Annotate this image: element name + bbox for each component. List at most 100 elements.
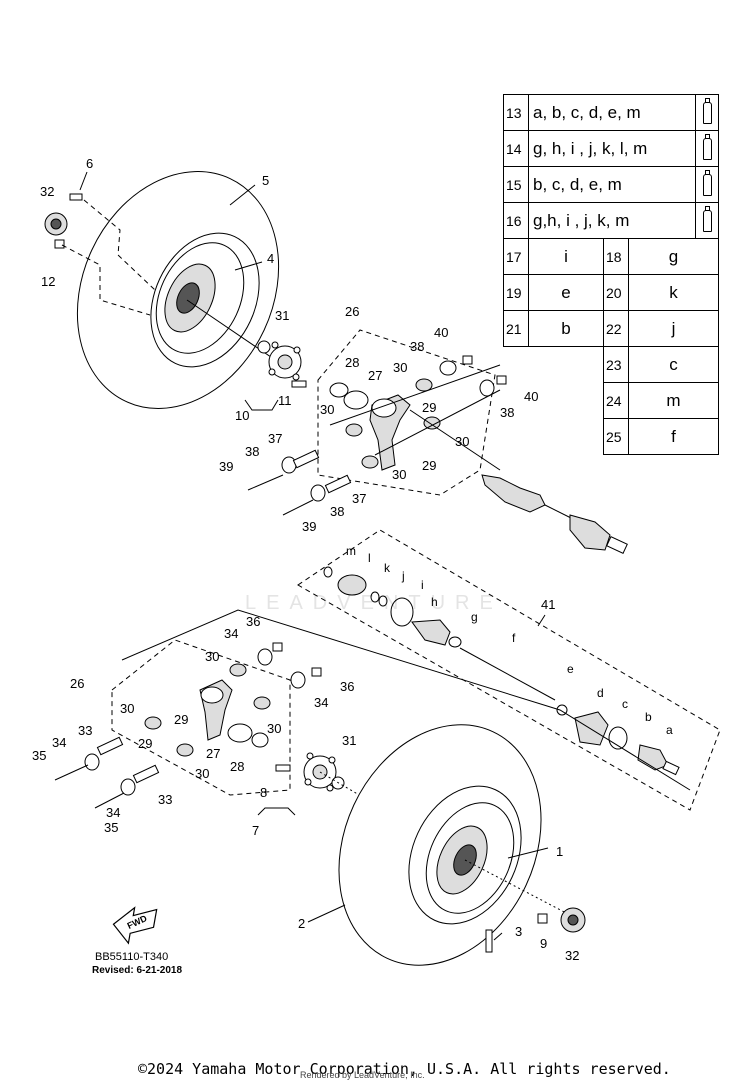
lower-seal-34a[interactable]	[257, 648, 273, 666]
upper-circlip-28[interactable]	[329, 382, 349, 398]
callout-l: l	[368, 551, 371, 565]
lower-collar-30a[interactable]	[229, 663, 247, 677]
callout-32-upper: 32	[40, 184, 54, 199]
grease-point: c	[628, 346, 719, 383]
upper-seal-38a[interactable]	[439, 360, 457, 376]
callout-34-c: 34	[52, 735, 66, 750]
table-row: 23 c	[504, 346, 719, 383]
callout-31-lower: 31	[342, 733, 356, 748]
lower-seal-34b[interactable]	[290, 671, 306, 689]
callout-k: k	[384, 561, 391, 575]
upper-tire[interactable]	[40, 138, 316, 441]
callout-33-a: 33	[78, 723, 92, 738]
callout-j: j	[401, 569, 405, 583]
upper-hub-cap[interactable]	[44, 212, 68, 236]
lower-bearing-27[interactable]	[227, 723, 253, 743]
callout-30-e: 30	[205, 649, 219, 664]
lower-tire[interactable]	[301, 692, 579, 999]
lower-collar-30d[interactable]	[176, 743, 194, 757]
lower-collar-30b[interactable]	[144, 716, 162, 730]
watermark: LEADVENTURE	[245, 592, 503, 614]
lower-collar-30c[interactable]	[253, 696, 271, 710]
callout-c: c	[622, 697, 628, 711]
callout-34-d: 34	[106, 805, 120, 820]
lower-seal-34c[interactable]	[84, 753, 100, 771]
upper-knuckle[interactable]	[369, 394, 411, 471]
fwd-arrow-icon: FWD	[112, 906, 158, 945]
upper-hub-bolt[interactable]	[291, 380, 307, 388]
upper-seal-38c[interactable]	[281, 456, 297, 474]
callout-10: 10	[235, 408, 249, 423]
lower-knuckle[interactable]	[199, 679, 233, 741]
grease-point: k	[628, 274, 719, 311]
callout-30-g: 30	[267, 721, 281, 736]
callout-f: f	[512, 631, 516, 645]
grease-point: g	[628, 238, 719, 275]
grease-point: m	[628, 382, 719, 419]
callout-34-b: 34	[314, 695, 328, 710]
callout-9: 9	[540, 936, 547, 951]
lower-bolt-35a[interactable]	[54, 764, 89, 781]
ref-number: 20	[603, 274, 629, 311]
ref-number: 19	[503, 274, 529, 311]
upper-hub[interactable]	[268, 341, 302, 381]
upper-nut-40b[interactable]	[496, 375, 507, 385]
upper-collar-37a[interactable]	[292, 449, 320, 469]
upper-wheel-nut[interactable]	[54, 239, 65, 249]
upper-nut-40a[interactable]	[462, 355, 473, 365]
upper-valve-stem[interactable]	[69, 193, 83, 201]
lower-bolt-35b[interactable]	[94, 792, 125, 809]
callout-27-lower: 27	[206, 746, 220, 761]
callout-31-upper: 31	[275, 308, 289, 323]
lower-hub-bolt[interactable]	[275, 764, 291, 772]
upper-collar-30a[interactable]	[415, 378, 433, 392]
lower-seal-34d[interactable]	[120, 778, 136, 796]
rendered-by-text: Rendered by LeadVenture, Inc.	[300, 1070, 425, 1080]
grease-point: j	[628, 310, 719, 347]
callout-5: 5	[262, 173, 269, 188]
lower-valve-stem[interactable]	[485, 929, 493, 953]
table-row: 25 f	[504, 418, 719, 455]
lower-wheel-nut[interactable]	[537, 913, 548, 924]
ref-number: 25	[603, 418, 629, 455]
callout-7: 7	[252, 823, 259, 838]
table-row: 19 e 20 k	[503, 274, 719, 311]
lower-circlip-28[interactable]	[251, 732, 269, 748]
callout-38-b: 38	[500, 405, 514, 420]
callout-29-c: 29	[174, 712, 188, 727]
lubrication-table: 13 a, b, c, d, e, m 14 g, h, i , j, k, l…	[503, 94, 719, 455]
grease-tube-icon	[695, 130, 719, 167]
callout-29-a: 29	[422, 400, 436, 415]
upper-hub-nut[interactable]	[257, 340, 271, 354]
lower-collar-33b[interactable]	[132, 764, 160, 784]
callout-6: 6	[86, 156, 93, 171]
callout-d: d	[597, 686, 604, 700]
upper-collar-30b[interactable]	[345, 423, 363, 437]
upper-bolt-39b[interactable]	[282, 499, 314, 516]
upper-collar-30c[interactable]	[423, 416, 441, 430]
lower-drive-shaft-parts[interactable]	[323, 566, 680, 776]
callout-30-b: 30	[320, 402, 334, 417]
upper-collar-37b[interactable]	[324, 474, 352, 494]
revised-date: Revised: 6-21-2018	[92, 965, 183, 976]
lower-collar-33a[interactable]	[96, 736, 124, 756]
callout-b: b	[645, 710, 652, 724]
ref-number: 22	[603, 310, 629, 347]
callout-36-a: 36	[246, 614, 260, 629]
lower-nut-36a[interactable]	[272, 642, 283, 652]
upper-seal-38d[interactable]	[310, 484, 326, 502]
callout-29-b: 29	[422, 458, 436, 473]
table-row: 13 a, b, c, d, e, m	[503, 94, 719, 131]
upper-bolt-39a[interactable]	[247, 474, 284, 491]
lower-nut-36b[interactable]	[311, 667, 322, 677]
upper-drive-shaft[interactable]	[481, 474, 628, 554]
callout-8: 8	[260, 785, 267, 800]
upper-seal-38b[interactable]	[479, 379, 495, 397]
callout-34-a: 34	[224, 626, 238, 641]
lower-hub-cap[interactable]	[560, 907, 586, 933]
copyright-text: ©2024 Yamaha Motor Corporation, U.S.A. A…	[138, 1060, 671, 1078]
grease-points: g,h, i , j, k, m	[528, 202, 696, 239]
upper-bearing-27[interactable]	[343, 390, 369, 410]
callout-11: 11	[278, 393, 292, 408]
upper-collar-30d[interactable]	[361, 455, 379, 469]
